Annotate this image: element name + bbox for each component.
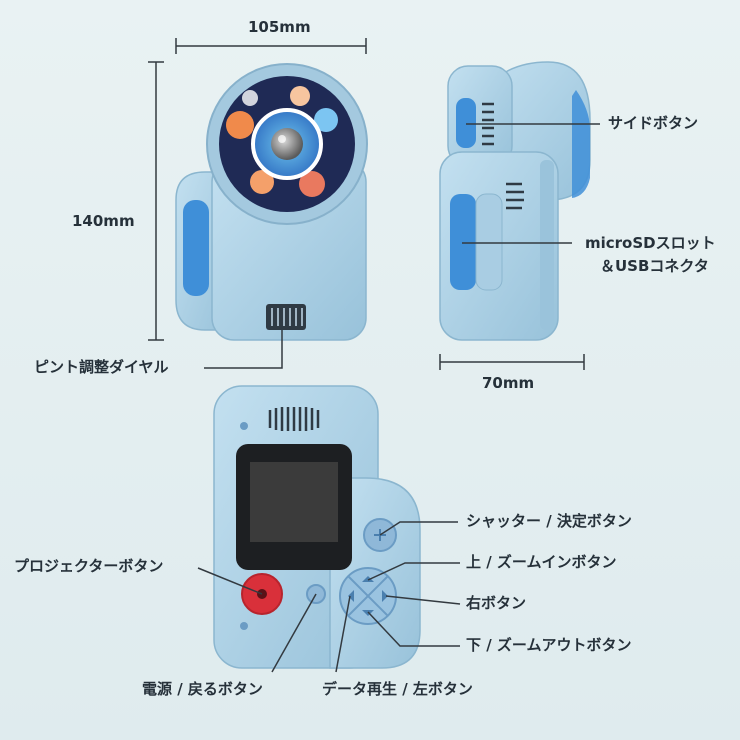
callout-lines [197,123,600,673]
front-width-label: 105mm [248,18,311,36]
side-button[interactable] [456,98,476,148]
back-view [213,385,421,669]
right-label: 右ボタン [466,594,527,612]
play-left-label: データ再生 / 左ボタン [322,680,473,698]
focus-dial-label: ピント調整ダイヤル [34,358,169,376]
screen [250,462,338,542]
dpad-left[interactable] [348,590,354,602]
dpad-right[interactable] [382,590,388,602]
side-button-front[interactable] [183,200,209,296]
side-view [439,61,591,341]
sd-usb-cover[interactable] [450,194,476,290]
side-depth-label: 70mm [482,374,535,392]
speaker-grille [268,407,320,431]
sd-slot-label-2: ＆USBコネクタ [600,257,709,275]
sd-slot-label-1: microSDスロット [585,234,716,252]
dimension-lines [148,38,585,370]
up-zoom-in-label: 上 / ズームインボタン [466,553,617,571]
power-back-label: 電源 / 戻るボタン [142,680,263,698]
shutter-label: シャッター / 決定ボタン [466,512,632,530]
side-button-label: サイドボタン [608,114,699,132]
front-view [175,63,368,341]
projector-label: プロジェクターボタン [14,557,164,575]
dpad-up[interactable] [362,576,374,582]
front-height-label: 140mm [72,212,135,230]
dpad [339,567,397,625]
down-zoom-out-label: 下 / ズームアウトボタン [466,636,632,654]
